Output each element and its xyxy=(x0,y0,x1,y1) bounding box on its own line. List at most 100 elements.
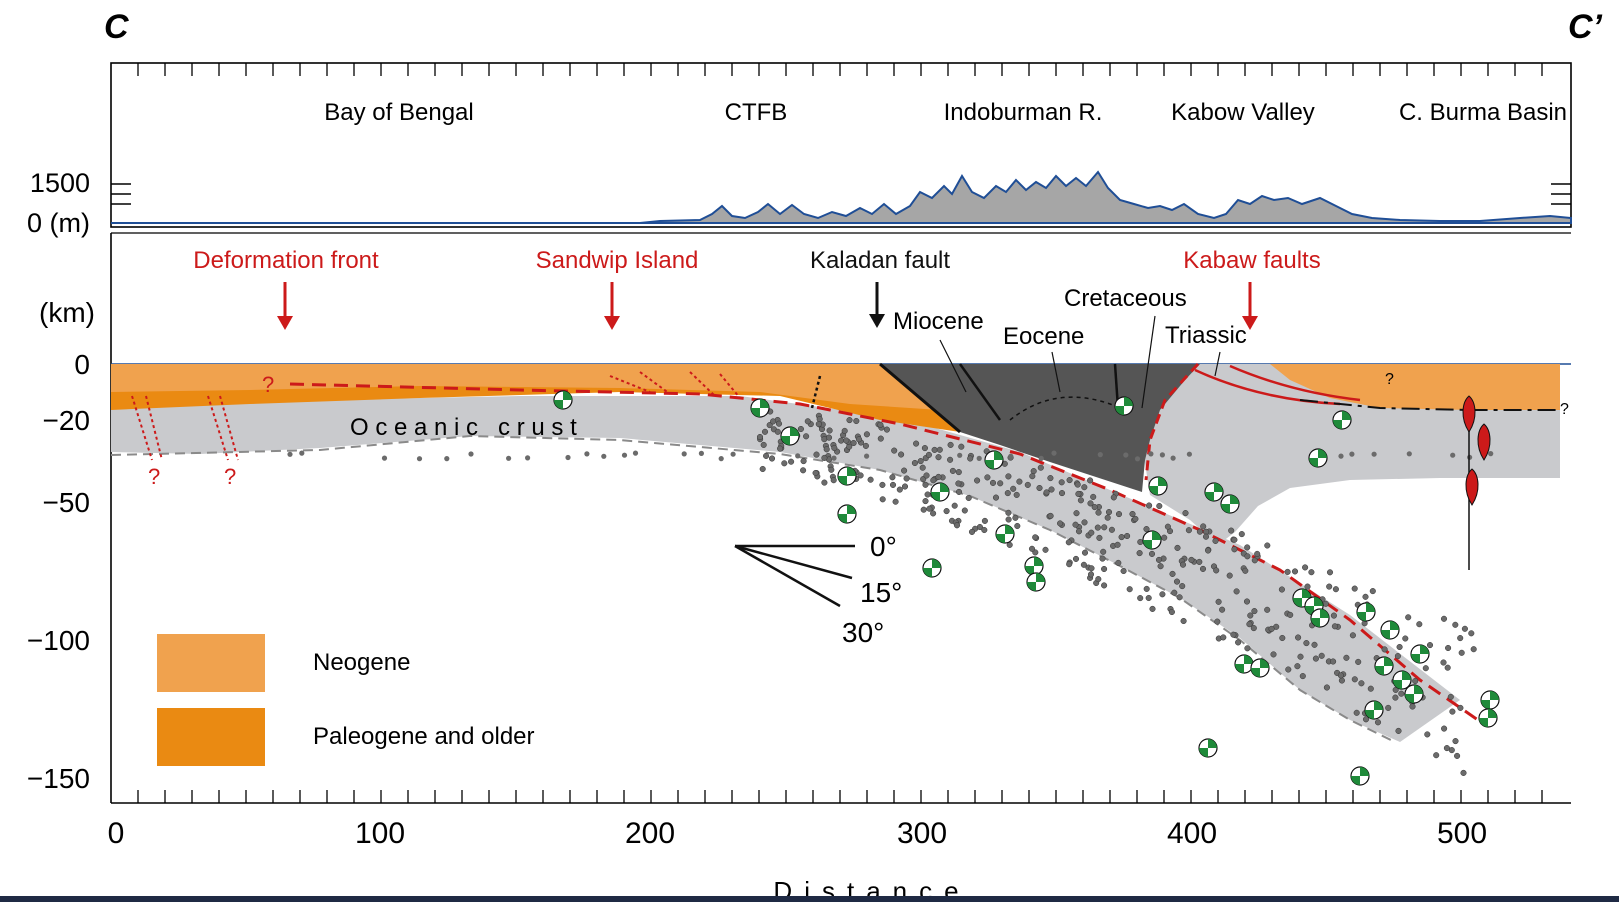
uncertain-mark: ? xyxy=(224,464,236,489)
hypocenter-dot xyxy=(1099,555,1106,562)
hypocenter-dot xyxy=(1452,738,1459,745)
hypocenter-dot xyxy=(1353,709,1360,716)
hypocenter-dot xyxy=(1367,685,1374,692)
hypocenter-dot xyxy=(1057,520,1064,527)
hypocenter-dot xyxy=(1199,565,1207,572)
uncertain-mark: ? xyxy=(262,372,274,397)
kaladan-fault-arrowhead xyxy=(869,314,885,328)
uncertain-mark: ? xyxy=(1385,371,1394,388)
hypocenter-dot xyxy=(601,453,607,459)
hypocenter-dot xyxy=(1362,593,1369,600)
normal-fault-left-2 xyxy=(207,395,239,461)
hypocenter-dot xyxy=(1331,623,1338,630)
hypocenter-dot xyxy=(1090,493,1097,500)
hypocenter-dot xyxy=(1146,502,1153,509)
hypocenter-dot xyxy=(1155,556,1163,563)
legend-swatch-neogene xyxy=(157,634,265,692)
hypocenter-dot xyxy=(924,491,931,498)
dip-label-0: 0° xyxy=(870,531,897,562)
hypocenter-dot xyxy=(867,476,874,483)
hypocenter-dot xyxy=(1048,486,1055,493)
basin-floor-dashed xyxy=(1299,399,1560,411)
hypocenter-dot xyxy=(1243,598,1251,605)
hypocenter-dot xyxy=(1470,646,1477,653)
hypocenter-dot xyxy=(1115,511,1123,518)
focal-mechanism-beachball xyxy=(1024,556,1044,576)
hypocenter-dot xyxy=(1073,510,1080,517)
hypocenter-dot xyxy=(444,456,450,462)
depth-unit-label: (km) xyxy=(39,297,95,328)
hypocenter-dot xyxy=(1343,654,1350,661)
hypocenter-dot xyxy=(1087,477,1094,484)
hypocenter-dot xyxy=(1047,512,1054,519)
focal-mechanism-beachball xyxy=(1350,766,1370,786)
hypocenter-dot xyxy=(1349,451,1355,457)
hypocenter-dot xyxy=(1228,527,1235,534)
hypocenter-dot xyxy=(953,522,961,529)
hypocenter-dot xyxy=(943,508,950,515)
hypocenter-dot xyxy=(1182,510,1189,517)
hypocenter-dot xyxy=(1161,534,1168,541)
miocene-label: Miocene xyxy=(893,308,984,335)
hypocenter-dot xyxy=(1447,693,1454,700)
focal-mechanism-beachball xyxy=(930,482,950,502)
eocene-leader xyxy=(1051,351,1061,393)
hypocenter-dot xyxy=(1244,544,1251,551)
hypocenter-dot xyxy=(1196,528,1203,535)
hypocenter-dot xyxy=(1416,621,1423,628)
hypocenter-dot xyxy=(797,425,804,433)
hypocenter-dot xyxy=(925,451,932,458)
hypocenter-dot xyxy=(898,451,905,458)
hypocenter-dot xyxy=(1028,545,1036,552)
hypocenter-dot xyxy=(756,433,764,441)
hypocenter-dot xyxy=(968,528,976,535)
hypocenter-dot xyxy=(803,433,810,440)
hypocenter-dot xyxy=(1231,536,1238,543)
hypocenter-dot xyxy=(961,507,968,514)
hypocenter-dot xyxy=(901,467,908,474)
hypocenter-dot xyxy=(287,451,293,457)
hypocenter-dot xyxy=(1291,568,1299,575)
hypocenter-dot xyxy=(1005,509,1012,516)
hypocenter-dot xyxy=(1422,665,1429,672)
hypocenter-dot xyxy=(1148,451,1154,457)
hypocenter-dot xyxy=(1406,451,1412,457)
hypocenter-dot xyxy=(1284,568,1291,575)
hypocenter-dot xyxy=(821,454,828,461)
hypocenter-dot xyxy=(823,446,830,453)
hypocenter-dot xyxy=(1038,455,1044,461)
hypocenter-dot xyxy=(1449,708,1456,715)
hypocenter-dot xyxy=(1186,451,1192,457)
deformation-front-label: Deformation front xyxy=(193,247,379,274)
hypocenter-dot xyxy=(1132,515,1139,522)
hypocenter-dot xyxy=(1322,600,1329,607)
hypocenter-dot xyxy=(1426,642,1434,649)
hypocenter-dot xyxy=(1101,524,1108,531)
hypocenter-dot xyxy=(1230,631,1237,638)
hypocenter-dot xyxy=(863,431,870,438)
hypocenter-dot xyxy=(1080,561,1087,568)
hypocenter-dot xyxy=(1302,564,1309,571)
hypocenter-dot xyxy=(1214,618,1221,625)
hypocenter-dot xyxy=(846,417,853,424)
hypocenter-dot xyxy=(1134,456,1141,462)
hypocenter-dot xyxy=(698,450,705,456)
hypocenter-dot xyxy=(525,455,531,461)
hypocenter-dot xyxy=(1385,704,1392,711)
section-end-label: C’ xyxy=(1568,8,1603,46)
bottom-tick-marks xyxy=(137,790,1543,803)
hypocenter-dot xyxy=(992,494,1000,501)
distance-tick-500: 500 xyxy=(1437,817,1487,850)
hypocenter-dot xyxy=(815,421,822,428)
hypocenter-dot xyxy=(1424,731,1431,738)
hypocenter-dot xyxy=(1231,546,1238,553)
hypocenter-dot xyxy=(813,451,820,458)
focal-mechanism-beachball xyxy=(1220,494,1240,514)
depth-tick-20: −20 xyxy=(43,405,91,436)
focal-mechanism-beachball xyxy=(1026,572,1046,592)
hypocenter-dot xyxy=(1024,481,1031,488)
hypocenter-dot xyxy=(974,477,981,484)
hypocenter-dot xyxy=(1395,727,1402,734)
hypocenter-dot xyxy=(1235,639,1242,646)
hypocenter-dot xyxy=(1440,659,1447,666)
